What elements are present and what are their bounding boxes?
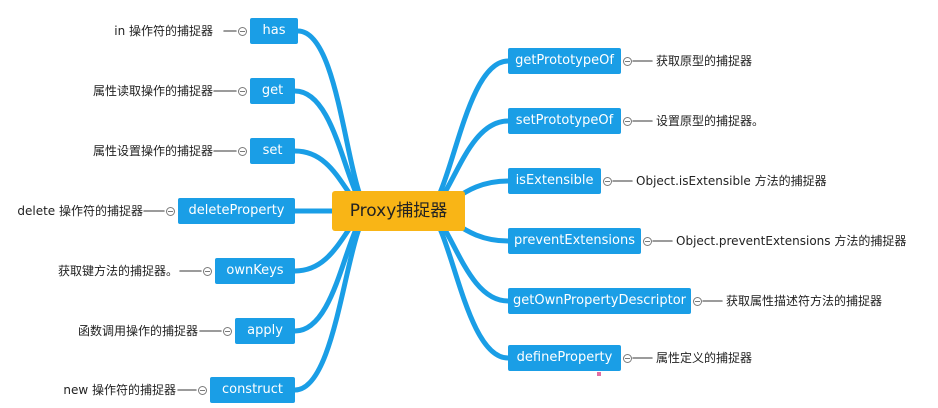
branch-link-has (295, 28, 375, 214)
desc-construct: new 操作符的捕捉器 (63, 383, 176, 397)
node-apply[interactable]: apply (235, 318, 295, 344)
connector-isExtensible-icon (603, 177, 612, 186)
desc-get: 属性读取操作的捕捉器 (92, 84, 213, 98)
desc-apply: 函数调用操作的捕捉器 (77, 324, 198, 338)
node-has[interactable]: has (250, 18, 298, 44)
desc-deleteProperty: delete 操作符的捕捉器 (17, 204, 143, 218)
node-defineProperty[interactable]: defineProperty (508, 345, 621, 371)
desc-has: in 操作符的捕捉器 (114, 24, 213, 38)
branch-link-construct (292, 208, 375, 393)
desc-defineProperty: 属性定义的捕捉器 (656, 351, 753, 365)
node-getPrototypeOf[interactable]: getPrototypeOf (508, 48, 621, 74)
cursor-marker (597, 372, 601, 376)
node-deleteProperty[interactable]: deleteProperty (178, 198, 295, 224)
node-setPrototypeOf[interactable]: setPrototypeOf (508, 108, 621, 134)
node-getOwnPropertyDescriptor[interactable]: getOwnPropertyDescriptor (508, 288, 691, 314)
desc-ownKeys: 获取键方法的捕捉器。 (57, 264, 178, 278)
center-node[interactable]: Proxy捕捉器 (332, 191, 465, 231)
node-get[interactable]: get (250, 78, 295, 104)
connector-setPrototypeOf-icon (623, 117, 632, 126)
connector-getOwnPropertyDescriptor-icon (693, 297, 702, 306)
connector-defineProperty-icon (623, 354, 632, 363)
connector-preventExtensions-icon (643, 237, 652, 246)
connector-has-icon (238, 27, 247, 36)
desc-isExtensible: Object.isExtensible 方法的捕捉器 (636, 174, 827, 188)
desc-set: 属性设置操作的捕捉器 (92, 144, 213, 158)
connector-get-icon (238, 87, 247, 96)
connector-construct-icon (198, 386, 207, 395)
desc-getOwnPropertyDescriptor: 获取属性描述符方法的捕捉器 (726, 294, 883, 308)
node-preventExtensions[interactable]: preventExtensions (508, 228, 641, 254)
node-construct[interactable]: construct (210, 377, 295, 403)
desc-preventExtensions: Object.preventExtensions 方法的捕捉器 (676, 234, 907, 248)
node-ownKeys[interactable]: ownKeys (215, 258, 295, 284)
connector-getPrototypeOf-icon (623, 57, 632, 66)
connector-apply-icon (223, 327, 232, 336)
connector-set-icon (238, 147, 247, 156)
desc-setPrototypeOf: 设置原型的捕捉器。 (656, 114, 765, 128)
connector-ownKeys-icon (203, 267, 212, 276)
desc-getPrototypeOf: 获取原型的捕捉器 (656, 54, 753, 68)
node-set[interactable]: set (250, 138, 295, 164)
connector-deleteProperty-icon (166, 207, 175, 216)
branch-link-getPrototypeOf (422, 58, 511, 214)
node-isExtensible[interactable]: isExtensible (508, 168, 601, 194)
